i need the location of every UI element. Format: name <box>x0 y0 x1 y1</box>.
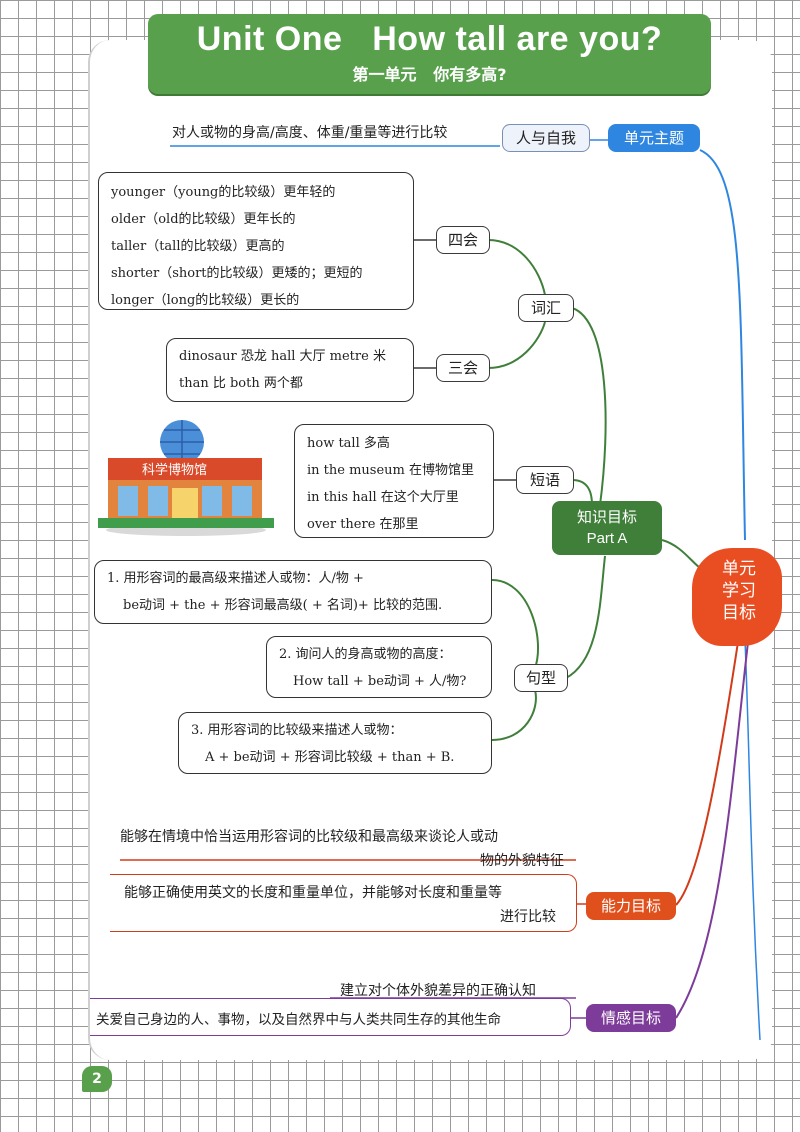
vocab-four-skills-box: younger（young的比较级）更年轻的 older（old的比较级）更年长… <box>98 172 414 310</box>
three-skills-node: 三会 <box>436 354 490 382</box>
page-number: 2 <box>82 1066 112 1092</box>
emotion-goal-label: 情感目标 <box>586 1004 676 1032</box>
sentence-line: 2. 询问人的身高或物的高度： <box>279 647 452 662</box>
vocab-item: shorter（short的比较级）更矮的；更短的 <box>111 266 363 281</box>
knowledge-goal-node: 知识目标 Part A <box>552 501 662 555</box>
phrase-item: how tall 多高 <box>307 436 390 451</box>
knowledge-goal-sublabel: Part A <box>586 530 628 547</box>
ability-goal-1-line1: 能够在情境中恰当运用形容词的比较级和最高级来谈论人或动 <box>120 829 498 845</box>
unit-goals-line: 学习 <box>722 581 756 601</box>
emotion-goal-2-bracket <box>90 998 571 1036</box>
vocab-item: taller（tall的比较级）更高的 <box>111 239 285 254</box>
sentence-line: How tall + be动词 + 人/物? <box>293 674 467 689</box>
four-skills-node: 四会 <box>436 226 490 254</box>
sentence-line: 1. 用形容词的最高级来描述人或物：人/物 + <box>107 571 364 586</box>
unit-goals-line: 单元 <box>722 559 756 579</box>
ability-goal-label: 能力目标 <box>586 892 676 920</box>
title-english: Unit One How tall are you? <box>196 20 663 58</box>
title-banner: Unit One How tall are you? 第一单元 你有多高? <box>148 14 711 94</box>
emotion-goal-2: 关爱自己身边的人、事物，以及自然界中与人类共同生存的其他生命 <box>96 1012 501 1028</box>
vocab-three-skills-box: dinosaur 恐龙 hall 大厅 metre 米 than 比 both … <box>166 338 414 402</box>
unit-goals-cloud: 单元 学习 目标 <box>692 548 782 646</box>
sentence-line: 3. 用形容词的比较级来描述人或物： <box>191 723 403 738</box>
phrase-item: over there 在那里 <box>307 517 419 532</box>
unit-goals-line: 目标 <box>722 603 756 623</box>
museum-sign: 科学博物馆 <box>142 463 208 478</box>
emotion-goal-1: 建立对个体外貌差异的正确认知 <box>340 983 536 999</box>
phrases-box: how tall 多高 in the museum 在博物馆里 in this … <box>294 424 494 538</box>
title-chinese: 第一单元 你有多高? <box>352 65 507 84</box>
ability-goal-2-bracket <box>110 874 577 932</box>
vocab-item: longer（long的比较级）更长的 <box>111 293 300 308</box>
vocab-item: dinosaur 恐龙 hall 大厅 metre 米 <box>179 349 386 364</box>
sentence-line: A + be动词 + 形容词比较级 + than + B. <box>205 750 455 765</box>
sentence-pattern-3-box: 3. 用形容词的比较级来描述人或物： A + be动词 + 形容词比较级 + t… <box>178 712 492 774</box>
vocab-item: younger（young的比较级）更年轻的 <box>111 185 336 200</box>
ability-goal-1-line2: 物的外貌特征 <box>480 853 564 869</box>
knowledge-goal-label: 知识目标 <box>576 508 637 526</box>
sentence-line: be动词 + the + 形容词最高级( + 名词)+ 比较的范围. <box>123 598 443 613</box>
theme-description: 对人或物的身高/高度、体重/重量等进行比较 <box>172 125 448 141</box>
unit-theme-label: 单元主题 <box>608 124 700 152</box>
sentence-pattern-1-box: 1. 用形容词的最高级来描述人或物：人/物 + be动词 + the + 形容词… <box>94 560 492 624</box>
ability-goal-2-line2: 进行比较 <box>500 909 556 925</box>
theme-category: 人与自我 <box>502 124 590 152</box>
vocab-item: older（old的比较级）更年长的 <box>111 212 296 227</box>
vocabulary-node: 词汇 <box>518 294 574 322</box>
phrase-item: in the museum 在博物馆里 <box>307 463 474 478</box>
sentence-patterns-node: 句型 <box>514 664 568 692</box>
phrase-item: in this hall 在这个大厅里 <box>307 490 459 505</box>
museum-illustration <box>98 420 274 536</box>
ability-goal-2-line1: 能够正确使用英文的长度和重量单位，并能够对长度和重量等 <box>124 885 502 901</box>
phrases-node: 短语 <box>516 466 574 494</box>
sentence-pattern-2-box: 2. 询问人的身高或物的高度： How tall + be动词 + 人/物? <box>266 636 492 698</box>
vocab-item: than 比 both 两个都 <box>179 376 303 391</box>
